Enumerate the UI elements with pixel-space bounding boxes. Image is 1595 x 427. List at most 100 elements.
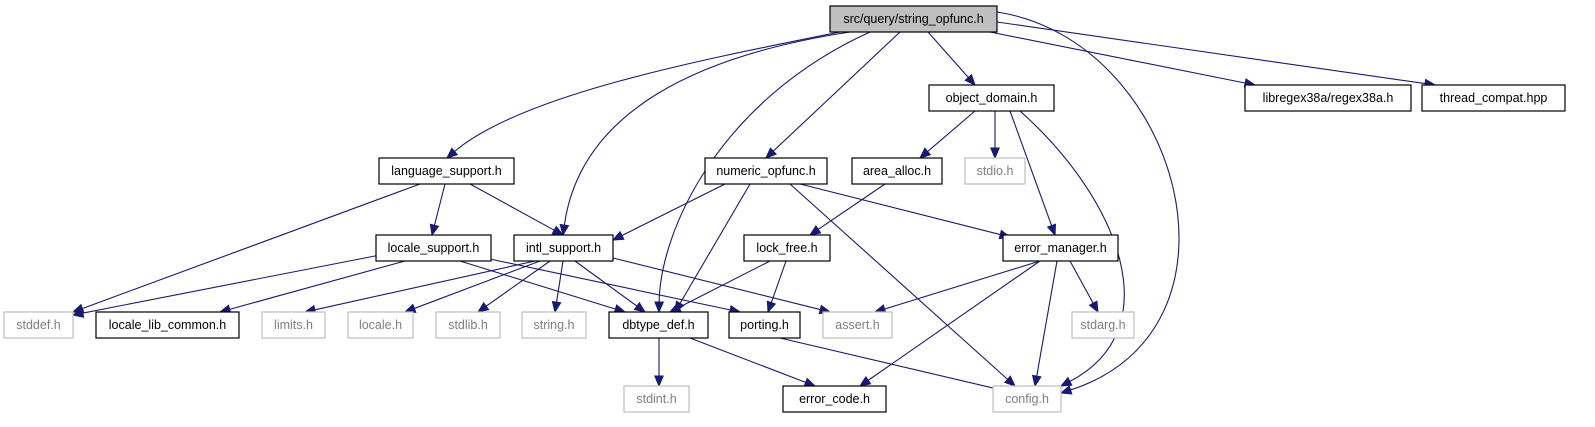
edge-lock-free-to-dbtype-def — [668, 260, 771, 313]
node-label: area_alloc.h — [863, 164, 931, 178]
arrow-head-icon — [446, 147, 459, 159]
node-locale-support[interactable]: locale_support.h — [375, 234, 492, 262]
node-porting[interactable]: porting.h — [728, 311, 801, 339]
node-config: config.h — [992, 385, 1062, 413]
node-object-domain[interactable]: object_domain.h — [928, 84, 1055, 112]
node-box[interactable] — [829, 5, 998, 33]
node-stddef: stddef.h — [3, 311, 74, 339]
node-label: stddef.h — [16, 318, 61, 332]
edge-line — [612, 257, 822, 311]
node-label: locale_support.h — [388, 241, 480, 255]
node-root[interactable]: src/query/string_opfunc.h — [829, 5, 998, 33]
node-label: stdarg.h — [1080, 318, 1125, 332]
node-locale-lib-common[interactable]: locale_lib_common.h — [95, 311, 240, 339]
node-dbtype-def[interactable]: dbtype_def.h — [608, 311, 709, 339]
edge-intl-support-to-dbtype-def — [574, 260, 647, 313]
node-label: stdlib.h — [448, 318, 488, 332]
edge-line — [563, 31, 851, 227]
arrow-head-icon — [808, 225, 822, 236]
edge-locale-support-to-stddef — [71, 254, 381, 318]
edge-language-support-to-intl-support — [469, 183, 565, 236]
node-box[interactable] — [743, 234, 831, 262]
edge-line — [996, 21, 1427, 85]
node-numeric-opfunc[interactable]: numeric_opfunc.h — [704, 157, 828, 185]
node-box[interactable] — [1421, 84, 1566, 112]
node-intl-support[interactable]: intl_support.h — [513, 234, 614, 262]
arrow-head-icon — [611, 230, 625, 241]
node-stdlib: stdlib.h — [435, 311, 501, 339]
edge-line — [772, 31, 901, 153]
edge-line — [996, 11, 1180, 391]
node-label: thread_compat.hpp — [1440, 91, 1548, 105]
node-box[interactable] — [782, 385, 887, 413]
node-label: numeric_opfunc.h — [716, 164, 815, 178]
node-box[interactable] — [728, 311, 801, 339]
edge-area-alloc-to-lock-free — [808, 183, 886, 236]
node-locale: locale.h — [347, 311, 414, 339]
arrow-head-icon — [765, 147, 778, 159]
edge-root-to-intl-support — [559, 31, 851, 237]
node-box[interactable] — [513, 234, 614, 262]
arrow-head-icon — [766, 300, 777, 314]
edge-language-support-to-locale-support — [429, 183, 446, 237]
edge-line — [555, 260, 564, 304]
edge-object-domain-to-stdio — [990, 111, 1000, 160]
node-stdint: stdint.h — [623, 385, 690, 413]
node-lock-free[interactable]: lock_free.h — [743, 234, 831, 262]
node-box[interactable] — [375, 234, 492, 262]
edge-line — [679, 183, 751, 305]
edge-root-to-language-support — [446, 31, 841, 159]
node-box — [435, 311, 501, 339]
arrow-head-icon — [1059, 385, 1073, 395]
node-box[interactable] — [851, 157, 943, 185]
node-stdio: stdio.h — [964, 157, 1026, 185]
node-box — [3, 311, 74, 339]
node-label: locale_lib_common.h — [109, 318, 226, 332]
edge-line — [574, 260, 639, 308]
edge-line — [81, 183, 421, 310]
node-limits: limits.h — [261, 311, 326, 339]
node-thread-compat[interactable]: thread_compat.hpp — [1421, 84, 1566, 112]
node-box[interactable] — [378, 157, 515, 185]
node-label: src/query/string_opfunc.h — [843, 12, 983, 26]
arrow-head-icon — [964, 73, 976, 86]
edge-line — [817, 183, 886, 231]
edges-layer — [71, 11, 1437, 395]
edge-line — [484, 257, 732, 311]
arrow-head-icon — [429, 223, 440, 237]
node-box[interactable] — [95, 311, 240, 339]
node-label: object_domain.h — [946, 91, 1038, 105]
edge-line — [1036, 260, 1058, 378]
node-error-code[interactable]: error_code.h — [782, 385, 887, 413]
edge-numeric-opfunc-to-config — [789, 183, 1016, 387]
node-box[interactable] — [1002, 234, 1119, 262]
node-language-support[interactable]: language_support.h — [378, 157, 515, 185]
edge-line — [228, 260, 406, 311]
edge-line — [459, 260, 617, 310]
edge-line — [883, 260, 1041, 310]
node-box[interactable] — [704, 157, 828, 185]
node-box[interactable] — [608, 311, 709, 339]
arrow-head-icon — [633, 301, 647, 313]
node-label: limits.h — [274, 318, 313, 332]
edge-error-manager-to-error-code — [858, 260, 1041, 387]
edge-dbtype-def-to-stdint — [654, 338, 664, 388]
edge-root-to-object-domain — [927, 31, 976, 86]
node-error-manager[interactable]: error_manager.h — [1002, 234, 1119, 262]
node-box[interactable] — [928, 84, 1055, 112]
edge-root-to-thread-compat — [996, 21, 1437, 89]
node-label: dbtype_def.h — [622, 318, 694, 332]
node-box — [1071, 311, 1135, 339]
node-libregex[interactable]: libregex38a/regex38a.h — [1244, 84, 1412, 112]
arrow-head-icon — [654, 375, 664, 388]
node-label: intl_support.h — [526, 241, 601, 255]
node-label: stdint.h — [636, 392, 676, 406]
node-area-alloc[interactable]: area_alloc.h — [851, 157, 943, 185]
node-box[interactable] — [1244, 84, 1412, 112]
edge-error-manager-to-stdarg — [1069, 260, 1099, 314]
arrow-head-icon — [858, 375, 872, 387]
edge-object-domain-to-area-alloc — [919, 110, 976, 159]
arrow-head-icon — [403, 303, 417, 313]
edge-line — [926, 110, 976, 153]
